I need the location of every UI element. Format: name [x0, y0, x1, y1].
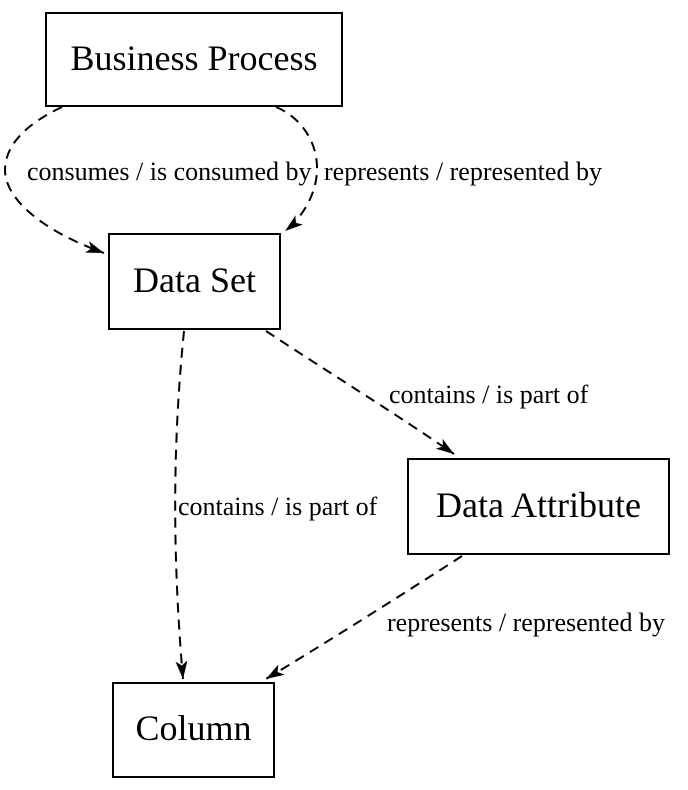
edge-label-contains-right: contains / is part of [389, 380, 589, 409]
edge-contains-left-arrow [174, 330, 188, 680]
edge-consumes-arrow [3, 106, 105, 254]
node-data-attribute: Data Attribute [407, 458, 670, 555]
node-column: Column [112, 682, 275, 778]
edge-label-consumes: consumes / is consumed by [27, 157, 312, 186]
node-data-set-label: Data Set [133, 259, 256, 300]
node-business-process-label: Business Process [70, 37, 318, 78]
node-data-attribute-label: Data Attribute [436, 484, 641, 525]
edge-label-contains-left: contains / is part of [178, 492, 378, 521]
edge-represents-top-arrow [275, 106, 319, 232]
node-business-process: Business Process [45, 12, 343, 107]
edge-label-represents-top: represents / represented by [324, 157, 602, 186]
node-data-set: Data Set [108, 233, 281, 330]
edge-label-represents-bottom: represents / represented by [387, 608, 665, 637]
node-column-label: Column [135, 708, 252, 748]
